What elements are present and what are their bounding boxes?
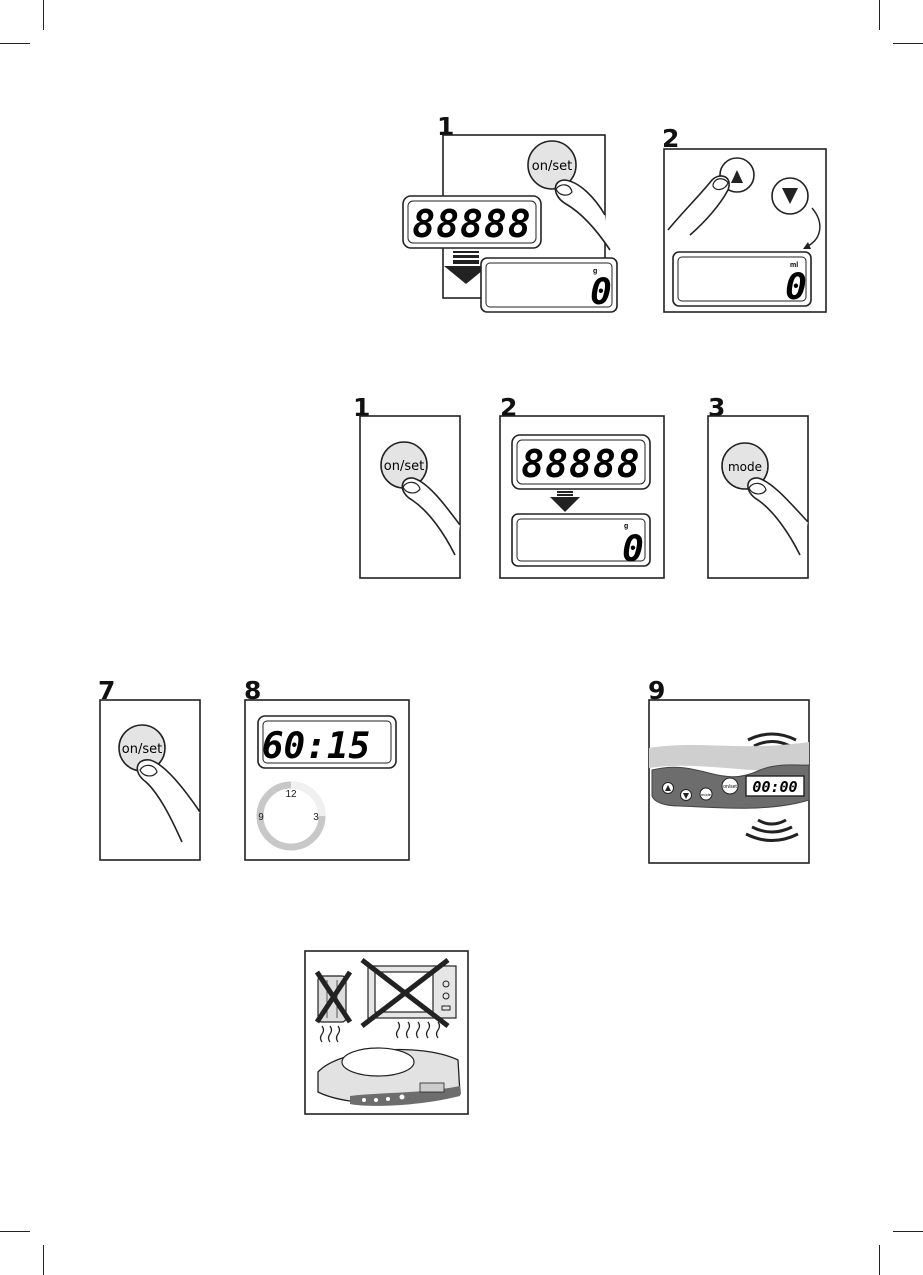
step-number-8: 8 xyxy=(244,676,262,705)
finger-icon xyxy=(747,477,809,556)
mode-label: mode xyxy=(701,792,712,797)
step-number-7: 7 xyxy=(98,676,116,705)
figure-heat-warning xyxy=(304,950,469,1115)
crop-mark-tl-h xyxy=(0,43,30,44)
step-number-1: 1 xyxy=(353,393,371,422)
lcd-zero-display xyxy=(480,257,618,313)
figure-power-on-scale: on/set 88888 g 0 xyxy=(402,134,827,313)
lcd-all-segments xyxy=(511,434,651,490)
crop-mark-tr-v xyxy=(879,0,880,30)
step-number-2: 2 xyxy=(662,124,680,153)
figure-timer: on/set 60:15 12 9 3 mode on/set xyxy=(99,699,810,864)
on-set-label: on/set xyxy=(723,784,737,790)
arrow-down-icon xyxy=(550,491,580,512)
arrow-down-icon xyxy=(444,251,488,284)
crop-mark-br-h xyxy=(893,1231,923,1232)
unit-ml-label: ml xyxy=(790,262,798,269)
finger-icon xyxy=(667,175,730,236)
unit-g-label: g xyxy=(593,268,597,275)
mode-button xyxy=(699,787,713,801)
clock-label-9: 9 xyxy=(258,812,264,823)
mode-label: mode xyxy=(728,460,762,474)
scale-timer-value: 00:00 xyxy=(752,778,797,796)
lcd-segments-text: 88888 xyxy=(521,442,640,486)
finger-icon xyxy=(554,179,611,251)
crop-mark-bl-v xyxy=(43,1245,44,1275)
clock-label-3: 3 xyxy=(313,812,319,823)
zero-value: 0 xyxy=(622,529,644,570)
kitchen-scale-icon xyxy=(317,1047,461,1106)
finger-icon xyxy=(401,477,461,556)
crop-mark-tl-v xyxy=(43,0,44,30)
step-number-9: 9 xyxy=(648,676,666,705)
crop-mark-br-v xyxy=(879,1245,880,1275)
timer-value: 60:15 xyxy=(262,726,370,767)
figure-mode-selection: on/set 88888 g 0 mode xyxy=(359,415,809,579)
on-set-label: on/set xyxy=(532,159,572,174)
zero-value-ml: 0 xyxy=(785,267,807,308)
step-number-3: 3 xyxy=(708,393,726,422)
unit-g-label: g xyxy=(624,523,628,530)
lcd-all-segments xyxy=(402,195,542,249)
on-set-label: on/set xyxy=(384,459,424,474)
crop-mark-bl-h xyxy=(0,1231,30,1232)
curved-arrow-icon xyxy=(807,207,821,247)
lcd-ml-display xyxy=(672,251,812,307)
step-number-2: 2 xyxy=(500,393,518,422)
step-number-1: 1 xyxy=(437,112,455,141)
scale-body xyxy=(649,742,809,772)
clock-label-12: 12 xyxy=(285,789,297,800)
on-set-label: on/set xyxy=(122,742,162,757)
lcd-segments-text: 88888 xyxy=(412,202,531,246)
zero-value: 0 xyxy=(590,272,612,313)
lcd-zero-display xyxy=(511,513,651,567)
lcd-scale-timer xyxy=(745,775,805,797)
radiator-icon xyxy=(314,970,353,1043)
on-set-button xyxy=(527,140,577,190)
sound-wave-icon xyxy=(745,818,799,842)
oven-icon xyxy=(360,958,457,1039)
finger-icon xyxy=(136,759,201,843)
crop-mark-tr-h xyxy=(893,43,923,44)
lcd-timer-display xyxy=(257,715,397,769)
on-set-button xyxy=(721,777,739,795)
